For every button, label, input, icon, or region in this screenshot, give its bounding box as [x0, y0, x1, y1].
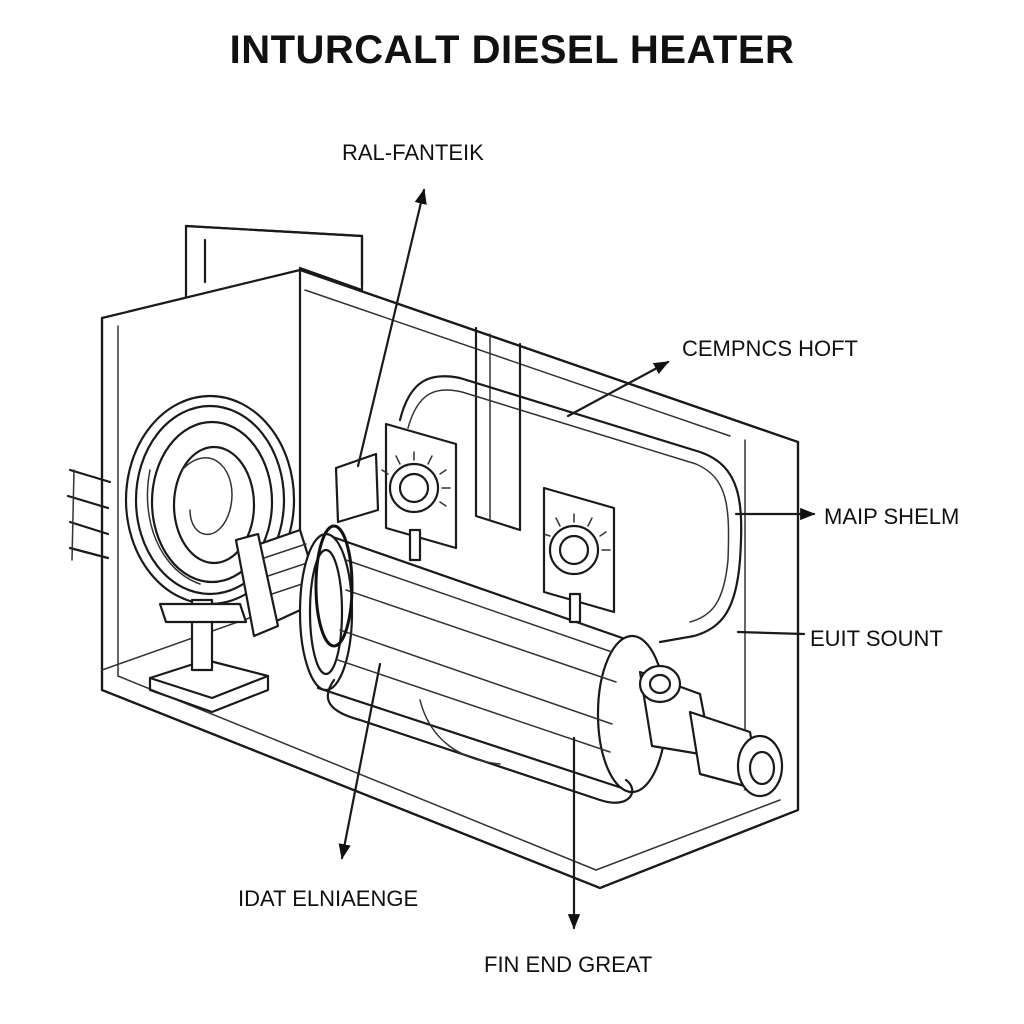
outlet-nozzle	[638, 664, 784, 798]
sensor-right	[542, 486, 616, 624]
label-upper-right: CEMPNCS HOFT	[682, 336, 858, 361]
sensor-left	[334, 422, 458, 562]
label-bottom: FIN END GREAT	[484, 952, 653, 977]
label-bottom-left: IDAT ELNIAENGE	[238, 886, 419, 911]
diagram-title: INTURCALT DIESEL HEATER	[229, 28, 795, 72]
internal-divider	[474, 326, 522, 532]
mounting-stand	[148, 598, 270, 714]
label-right-low: EUIT SOUNT	[810, 626, 943, 651]
cylinder-flange	[314, 524, 354, 648]
label-top: RAL-FANTEIK	[342, 140, 484, 165]
label-right-mid: MAIP SHELM	[824, 504, 960, 529]
leader-arrows	[338, 188, 816, 930]
side-vents	[66, 468, 112, 561]
fuel-line	[398, 375, 743, 644]
